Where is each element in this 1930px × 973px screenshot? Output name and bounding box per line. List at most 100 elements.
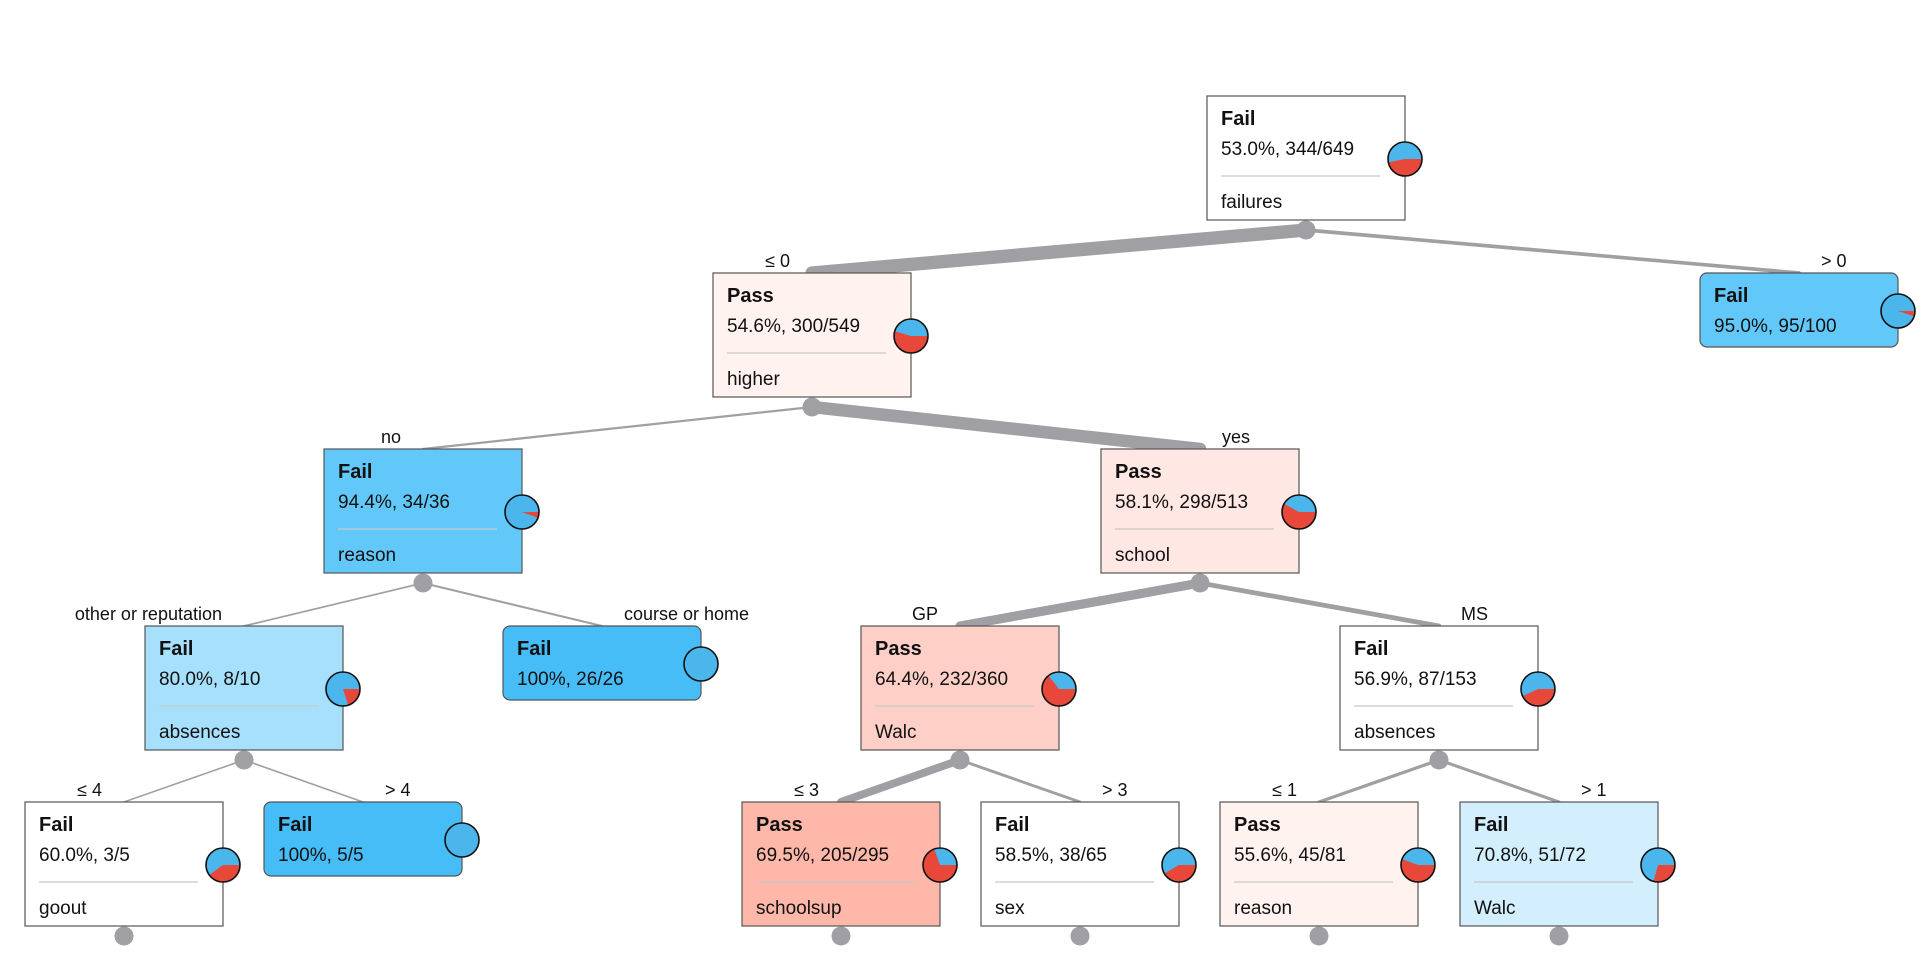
node-stats: 54.6%, 300/549	[727, 316, 860, 337]
node-stats: 64.4%, 232/360	[875, 669, 1008, 690]
edge-root-to-failures-gt-0	[1304, 228, 1801, 275]
edge-label-higher-no: no	[381, 427, 401, 447]
node-split-attribute: school	[1115, 545, 1170, 566]
edge-higher-yes-to-school-ms	[1197, 580, 1442, 629]
edge-higher-no-to-reason-course	[421, 581, 604, 628]
node-class-label: Pass	[875, 638, 922, 660]
node-stats: 95.0%, 95/100	[1714, 316, 1837, 337]
class-distribution-pie-icon	[1161, 847, 1197, 883]
node-stats: 58.5%, 38/65	[995, 845, 1107, 866]
node-stats: 80.0%, 8/10	[159, 669, 260, 690]
class-distribution-pie-icon	[1640, 847, 1676, 883]
expand-handle-icon[interactable]	[950, 750, 970, 770]
edge-higher-no-to-reason-other	[243, 582, 424, 627]
expand-handle-icon[interactable]	[1549, 926, 1569, 946]
node-stats: 55.6%, 45/81	[1234, 845, 1346, 866]
node-stats: 100%, 5/5	[278, 845, 364, 866]
class-distribution-pie-icon	[1041, 671, 1077, 707]
expand-handle-icon[interactable]	[802, 397, 822, 417]
expand-handle-icon[interactable]	[831, 926, 851, 946]
expand-handle-icon[interactable]	[1429, 750, 1449, 770]
expand-handle-icon[interactable]	[1190, 573, 1210, 593]
expand-handle-icon[interactable]	[1070, 926, 1090, 946]
edge-label-ms-absences-gt-1: > 1	[1581, 780, 1607, 800]
node-stats: 100%, 26/26	[517, 669, 624, 690]
tree-node-failures-gt-0[interactable]: Fail 95.0%, 95/100	[1699, 272, 1916, 348]
node-split-attribute: Walc	[1474, 898, 1516, 919]
edge-label-walc-gt-3: > 3	[1102, 780, 1128, 800]
node-class-label: Fail	[1714, 285, 1748, 307]
edge-label-higher-yes: yes	[1222, 427, 1250, 447]
node-stats: 94.4%, 34/36	[338, 492, 450, 513]
node-stats: 60.0%, 3/5	[39, 845, 130, 866]
expand-handle-icon[interactable]	[1296, 220, 1316, 240]
node-stats: 69.5%, 205/295	[756, 845, 889, 866]
node-class-label: Fail	[1474, 814, 1508, 836]
class-distribution-pie-icon	[922, 847, 958, 883]
class-distribution-pie-icon	[1880, 293, 1916, 329]
edge-label-school-gp: GP	[912, 604, 938, 624]
node-box	[741, 801, 941, 927]
node-box	[1206, 95, 1406, 221]
edge-label-reason-other: other or reputation	[75, 604, 222, 624]
expand-handle-icon[interactable]	[1309, 926, 1329, 946]
node-class-label: Fail	[1221, 108, 1255, 130]
class-distribution-pie-icon	[205, 847, 241, 883]
node-class-label: Fail	[517, 638, 551, 660]
class-distribution-pie-icon	[325, 671, 361, 707]
node-stats: 70.8%, 51/72	[1474, 845, 1586, 866]
edge-higher-yes-to-school-gp	[955, 578, 1205, 631]
tree-node-reason-course[interactable]: Fail 100%, 26/26	[502, 625, 719, 701]
edge-school-gp-to-walc-le-3	[837, 756, 964, 806]
edge-label-ms-absences-le-1: ≤ 1	[1272, 780, 1297, 800]
edge-school-gp-to-walc-gt-3	[958, 758, 1082, 804]
node-box	[1459, 801, 1659, 927]
node-class-label: Fail	[278, 814, 312, 836]
node-class-label: Pass	[1234, 814, 1281, 836]
node-stats: 53.0%, 344/649	[1221, 139, 1354, 160]
node-class-label: Pass	[1115, 461, 1162, 483]
edge-school-ms-to-ms-absences-le-1	[1317, 758, 1441, 804]
edge-reason-other-to-absences-gt-4	[243, 759, 364, 803]
node-class-label: Fail	[39, 814, 73, 836]
expand-handle-icon[interactable]	[413, 573, 433, 593]
node-split-attribute: absences	[1354, 722, 1435, 743]
node-class-label: Pass	[727, 285, 774, 307]
edge-label-reason-course: course or home	[624, 604, 749, 624]
node-class-label: Pass	[756, 814, 803, 836]
class-distribution-pie-icon	[504, 494, 540, 530]
node-box	[1100, 448, 1300, 574]
node-split-attribute: reason	[338, 545, 396, 566]
node-box	[860, 625, 1060, 751]
class-distribution-pie-icon	[444, 822, 480, 858]
node-box	[1339, 625, 1539, 751]
expand-handle-icon[interactable]	[114, 926, 134, 946]
edge-label-walc-le-3: ≤ 3	[794, 780, 819, 800]
edge-reason-other-to-absences-le-4	[123, 759, 245, 803]
node-stats: 58.1%, 298/513	[1115, 492, 1248, 513]
edge-root-to-failures-le-0	[805, 223, 1313, 280]
class-distribution-pie-icon	[893, 318, 929, 354]
node-box	[712, 272, 912, 398]
class-distribution-pie-icon	[683, 646, 719, 682]
node-box	[24, 801, 224, 927]
class-distribution-pie-icon	[1281, 494, 1317, 530]
node-split-attribute: Walc	[875, 722, 917, 743]
tree-node-absences-gt-4[interactable]: Fail 100%, 5/5	[263, 801, 480, 877]
tree-node-higher-yes[interactable]: Pass 58.1%, 298/513 school	[1100, 448, 1317, 593]
expand-handle-icon[interactable]	[234, 750, 254, 770]
